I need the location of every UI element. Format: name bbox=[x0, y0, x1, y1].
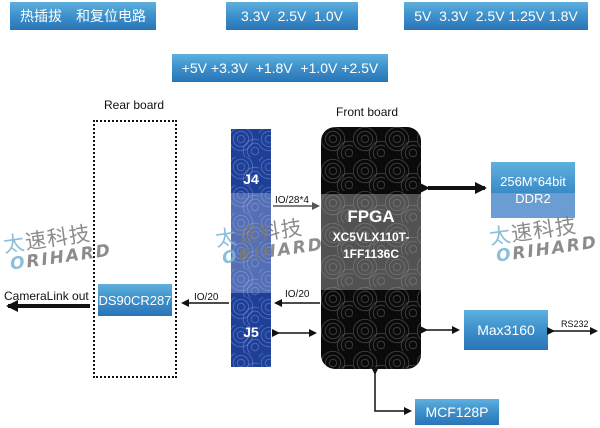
connector-highlight bbox=[231, 193, 271, 293]
ddr2-line1: 256M*64bit bbox=[500, 174, 566, 189]
rear-board-label: Rear board bbox=[104, 98, 165, 112]
ds90cr287-chip: DS90CR287 bbox=[98, 284, 172, 316]
power-rail-c-label: +5V +3.3V +1.8V +1.0V +2.5V bbox=[181, 60, 379, 76]
mcf128p-label: MCF128P bbox=[425, 404, 489, 420]
connector-strip: J4 J5 bbox=[231, 129, 271, 367]
mcf128p-chip: MCF128P bbox=[415, 399, 499, 425]
max3160-chip: Max3160 bbox=[464, 310, 548, 350]
ds90cr287-label: DS90CR287 bbox=[98, 292, 172, 308]
front-board-label: Front board bbox=[336, 105, 399, 119]
hotplug-reset-label: 热插拔 和复位电路 bbox=[20, 8, 146, 24]
signal-io-20-j5-label: IO/20 bbox=[194, 292, 219, 303]
arrow-fpga-mcf128p bbox=[371, 367, 412, 415]
fpga-title: FPGA bbox=[347, 207, 395, 226]
signal-io-20-fpga-label: IO/20 bbox=[285, 289, 310, 300]
signal-io-28x4-label: IO/28*4 bbox=[275, 195, 309, 206]
cameralink-out-label: CameraLink out bbox=[4, 289, 89, 303]
fpga-chip: FPGA XC5VLX110T- 1FF1136C bbox=[321, 127, 421, 369]
fpga-highlight bbox=[321, 194, 421, 290]
power-rail-box-c: +5V +3.3V +1.8V +1.0V +2.5V bbox=[172, 54, 388, 82]
j4-label: J4 bbox=[243, 171, 259, 187]
max3160-label: Max3160 bbox=[477, 322, 535, 338]
fpga-part-line2: 1FF1136C bbox=[342, 247, 400, 261]
fpga-part-line1: XC5VLX110T- bbox=[332, 230, 410, 244]
ddr2-line2: DDR2 bbox=[515, 191, 551, 206]
rs232-label: RS232 bbox=[561, 319, 589, 329]
ddr2-memory: 256M*64bit DDR2 bbox=[491, 162, 575, 218]
rear-board-outline bbox=[93, 120, 177, 378]
j5-label: J5 bbox=[243, 324, 259, 340]
power-rail-b-label: 5V 3.3V 2.5V 1.25V 1.8V bbox=[414, 8, 578, 24]
hotplug-reset-box: 热插拔 和复位电路 bbox=[10, 2, 156, 30]
power-rail-box-b: 5V 3.3V 2.5V 1.25V 1.8V bbox=[404, 2, 588, 30]
power-rail-a-label: 3.3V 2.5V 1.0V bbox=[241, 8, 343, 24]
power-rail-box-a: 3.3V 2.5V 1.0V bbox=[226, 2, 358, 30]
